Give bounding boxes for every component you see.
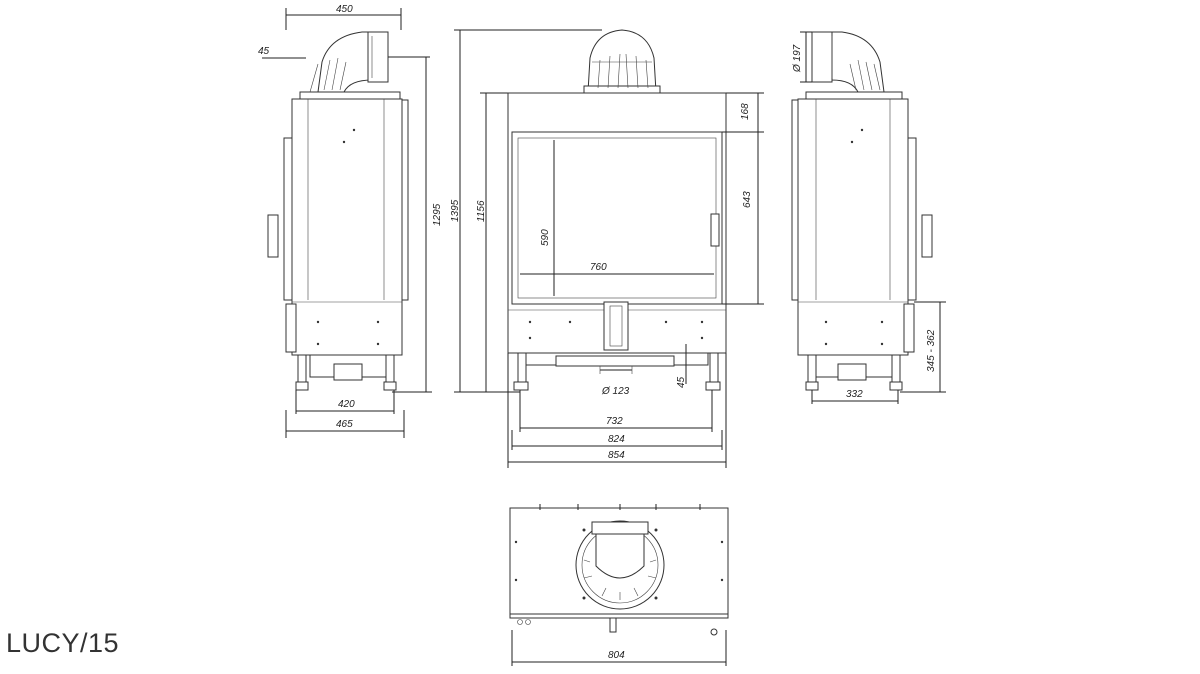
side-body bbox=[291, 98, 403, 356]
dim-glass-height: 590 bbox=[540, 229, 551, 246]
dim-side-width-top: 450 bbox=[336, 4, 353, 15]
door-handle bbox=[710, 213, 720, 247]
right-flue-elbow bbox=[831, 31, 885, 93]
dim-total-height: 1395 bbox=[450, 199, 461, 222]
front-flue-dome bbox=[587, 29, 657, 93]
dim-door-height: 643 bbox=[742, 191, 753, 208]
dim-side-base-outer: 465 bbox=[336, 419, 353, 430]
right-flue-collar bbox=[811, 31, 833, 83]
air-control bbox=[603, 301, 629, 351]
dim-adjust-height: 345 - 362 bbox=[926, 329, 937, 372]
dim-side-offset: 45 bbox=[258, 46, 270, 57]
dim-flue-diameter: Ø 123 bbox=[601, 386, 630, 397]
right-side-body bbox=[797, 98, 909, 356]
dim-body-height: 1156 bbox=[476, 200, 487, 222]
dim-leg-span: 732 bbox=[606, 416, 623, 427]
dim-top-gap: 168 bbox=[740, 103, 751, 120]
dim-side-height: 1295 bbox=[432, 203, 443, 226]
side-view-left: 450 45 1 bbox=[258, 4, 443, 438]
model-title: LUCY/15 bbox=[6, 628, 120, 658]
door-frame bbox=[511, 131, 723, 305]
flue-elbow bbox=[317, 31, 373, 93]
top-view: 804 bbox=[509, 504, 729, 666]
dim-inner-width: 824 bbox=[608, 434, 625, 445]
flue-collar bbox=[367, 31, 389, 83]
dim-glass-width: 760 bbox=[590, 262, 607, 273]
side-view-right: Ø 197 345 - 362 332 bbox=[791, 31, 946, 404]
top-flue-collar bbox=[591, 521, 649, 535]
side-handle bbox=[267, 214, 279, 258]
dim-right-flue-diameter: Ø 197 bbox=[792, 44, 803, 73]
dim-side-base-inner: 420 bbox=[338, 399, 355, 410]
front-view: 1395 1156 168 643 590 760 bbox=[450, 29, 764, 468]
dim-right-base: 332 bbox=[846, 389, 863, 400]
dim-top-width: 804 bbox=[608, 650, 625, 661]
right-side-handle bbox=[921, 214, 933, 258]
dim-leg-offset: 45 bbox=[676, 376, 687, 388]
top-air-rod bbox=[609, 617, 617, 633]
dim-total-width: 854 bbox=[608, 450, 625, 461]
